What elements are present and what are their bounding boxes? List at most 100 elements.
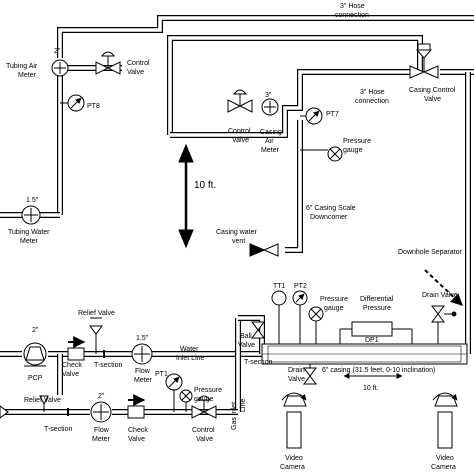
- label-tubing-water-meter: Tubing Water: [8, 229, 50, 236]
- label-control-valve-top-2: Valve: [127, 69, 144, 76]
- label-casing-air-meter: Casing: [260, 129, 282, 136]
- label-hose-right-2: connection: [355, 98, 389, 105]
- label-casing-control-valve: Casing Control: [409, 87, 456, 94]
- label-pt7: PT7: [326, 111, 339, 118]
- label-casing-air-meter-2: Air: [265, 138, 274, 145]
- label-hose-top: 3" Hose: [340, 3, 365, 10]
- label-pressure-gauge-bottom: Pressure: [194, 387, 222, 394]
- label-pressure-gauge-right-2: gauge: [324, 305, 344, 312]
- label-pt2: PT2: [294, 283, 307, 290]
- label-video-camera-1: Video: [285, 455, 303, 462]
- control-valve-top-icon: [95, 51, 121, 75]
- label-ball-valve-2: Valve: [238, 342, 255, 349]
- label-video-camera-1b: Camera: [280, 464, 305, 471]
- pt2-gauge-icon: [292, 290, 308, 344]
- label-tsection-1: T-section: [94, 362, 123, 369]
- label-flow-meter-2b: Meter: [92, 436, 111, 443]
- label-downcomer-2: Downcomer: [310, 214, 348, 221]
- label-downhole-separator: Downhole Separator: [398, 249, 462, 256]
- label-differential-pressure-2: Pressure: [363, 305, 391, 312]
- label-control-valve-top: Control: [127, 60, 150, 67]
- label-ball-valve: Ball: [240, 333, 252, 340]
- flow-meter-1-icon: [131, 343, 153, 365]
- pressure-gauge-bottom-icon: [179, 389, 193, 412]
- label-tt1: TT1: [273, 283, 286, 290]
- label-control-valve-mid-2: Valve: [232, 137, 249, 144]
- label-tsection-2: T-section: [244, 359, 273, 366]
- label-pressure-gauge-right: Pressure: [320, 296, 348, 303]
- label-drain-valve-right: Drain Valve: [422, 292, 458, 299]
- relief-valve-bottom-icon: [39, 395, 49, 412]
- dp1-box-icon: [339, 321, 413, 344]
- label-flow-size-1: 1.5": [136, 335, 149, 342]
- label-drain-valve-bottom: Drain: [288, 367, 305, 374]
- label-pressure-gauge-bottom-2: gauge: [194, 396, 214, 403]
- label-video-camera-2: Video: [436, 455, 454, 462]
- pt8-gauge-icon: [60, 94, 85, 112]
- label-check-valve-1: Check: [62, 362, 82, 369]
- label-water-inlet-2: Inlet Line: [176, 355, 205, 362]
- flow-meter-2-icon: [90, 401, 112, 423]
- label-dp1: DP1: [365, 337, 379, 344]
- pressure-gauge-right-icon: [308, 306, 324, 344]
- label-flow-meter-1: Flow: [135, 368, 151, 375]
- casing-water-vent-icon: [249, 243, 279, 257]
- label-drain-valve-bottom-2: Valve: [288, 376, 305, 383]
- label-downcomer: 6" Casing Scale: [306, 205, 356, 212]
- casing-air-meter-icon: [261, 98, 279, 116]
- label-control-valve-bottom: Control: [192, 427, 215, 434]
- label-tsection-3: T-section: [44, 426, 73, 433]
- label-pt1: PT1: [155, 371, 168, 378]
- pcp-pump-icon: [23, 342, 47, 367]
- label-flow-size-2: 2": [98, 393, 105, 400]
- label-check-valve-2: Check: [128, 427, 148, 434]
- label-casing-air-size: 3": [265, 92, 272, 99]
- drain-valve-right-icon: [431, 305, 457, 344]
- label-relief-valve-bottom: Relief Valve: [24, 397, 61, 404]
- text-labels: 3" Hose connection 2" Tubing Air Meter C…: [6, 3, 462, 471]
- label-casing-water-vent-2: vent: [232, 238, 245, 245]
- label-tubing-water-size: 1.5": [26, 197, 39, 204]
- pt1-gauge-icon: [165, 373, 183, 412]
- label-tubing-size: 2": [54, 48, 61, 55]
- label-pressure-gauge-mid-2: gauge: [343, 147, 363, 154]
- label-differential-pressure: Differential: [360, 296, 394, 303]
- label-flow-meter-2: Flow: [94, 427, 110, 434]
- label-pt8: PT8: [87, 103, 100, 110]
- label-check-valve-1b: Valve: [62, 371, 79, 378]
- tubing-air-meter-icon: [51, 59, 69, 77]
- label-tubing-air-meter-2: Meter: [18, 72, 37, 79]
- label-tubing-air-meter: Tubing Air: [6, 63, 38, 70]
- control-valve-mid-icon: [227, 89, 253, 113]
- label-check-valve-2b: Valve: [128, 436, 145, 443]
- tt1-sensor-icon: [271, 290, 287, 344]
- pt7-gauge-icon: [300, 107, 323, 125]
- label-water-inlet: Water: [180, 346, 199, 353]
- label-gas-inlet-2: Line: [240, 399, 247, 412]
- label-tubing-water-meter-2: Meter: [20, 238, 39, 245]
- downhole-separator-arrow: [424, 269, 463, 306]
- drain-valve-bottom-icon: [303, 364, 317, 385]
- check-valve-2-icon: [127, 394, 146, 419]
- label-pcp: PCP: [28, 375, 43, 382]
- label-relief-valve-top: Relief Valve: [78, 310, 115, 317]
- video-camera-2-icon: [432, 392, 458, 449]
- label-casing-air-meter-3: Meter: [261, 147, 280, 154]
- label-length: 10 ft.: [363, 385, 379, 392]
- pipe-network: [0, 15, 474, 415]
- check-valve-1-icon: [67, 336, 86, 361]
- label-pressure-gauge-mid: Pressure: [343, 138, 371, 145]
- tubing-water-meter-icon: [21, 205, 41, 225]
- label-pcp-size: 2": [32, 327, 39, 334]
- label-hose-right: 3" Hose: [360, 89, 385, 96]
- label-casing-control-valve-2: Valve: [424, 96, 441, 103]
- label-video-camera-2b: Camera: [431, 464, 456, 471]
- ball-valve-icon: [251, 321, 265, 339]
- six-inch-casing: [261, 343, 468, 365]
- label-gas-inlet: Gas Inlet: [231, 402, 238, 430]
- label-control-valve-mid: Control: [228, 128, 251, 135]
- left-valve-icon: [0, 405, 9, 419]
- label-casing-6: 6" casing (31.5 feet, 0-10 inclination): [322, 367, 435, 374]
- label-control-valve-bottom-2: Valve: [196, 436, 213, 443]
